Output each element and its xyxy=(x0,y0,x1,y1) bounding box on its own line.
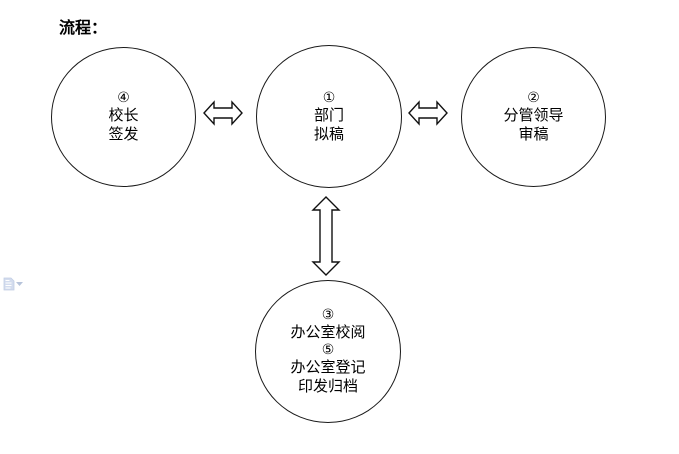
node-principal-line-1: 校长 xyxy=(108,106,139,124)
node-department-marker: ① xyxy=(322,89,336,106)
node-leader-content: ② 分管领导 审稿 xyxy=(503,90,563,144)
node-leader-line-1: 分管领导 xyxy=(503,106,564,124)
paste-options-icon[interactable] xyxy=(3,276,25,294)
node-principal-marker: ④ xyxy=(117,90,130,106)
page-title: 流程： xyxy=(59,18,108,37)
node-office-marker-1: ③ xyxy=(321,307,335,323)
node-office-marker-2: ⑤ xyxy=(321,342,335,358)
node-leader-marker: ② xyxy=(527,90,540,106)
node-leader-line-2: 审稿 xyxy=(518,125,549,143)
node-office-line-2: 办公室登记 xyxy=(290,358,366,376)
node-department[interactable]: ① 部门 拟稿 xyxy=(256,45,402,188)
connector-principal-department-double-arrow-icon xyxy=(203,98,243,128)
node-office-content: ③ 办公室校阅 ⑤ 办公室登记 印发归档 xyxy=(290,307,365,396)
node-office-line-1: 办公室校阅 xyxy=(290,323,366,341)
node-leader[interactable]: ② 分管领导 审稿 xyxy=(461,47,606,187)
node-principal-content: ④ 校长 签发 xyxy=(108,90,138,144)
connector-department-office-double-arrow-icon xyxy=(308,196,344,276)
node-department-content: ① 部门 拟稿 xyxy=(314,90,344,144)
node-principal[interactable]: ④ 校长 签发 xyxy=(51,47,196,187)
node-office[interactable]: ③ 办公室校阅 ⑤ 办公室登记 印发归档 xyxy=(255,280,401,423)
connector-department-leader-double-arrow-icon xyxy=(408,98,448,128)
node-department-line-1: 部门 xyxy=(313,105,344,124)
node-office-line-3: 印发归档 xyxy=(297,377,358,395)
node-department-line-2: 拟稿 xyxy=(313,124,344,143)
node-principal-line-2: 签发 xyxy=(108,125,139,143)
